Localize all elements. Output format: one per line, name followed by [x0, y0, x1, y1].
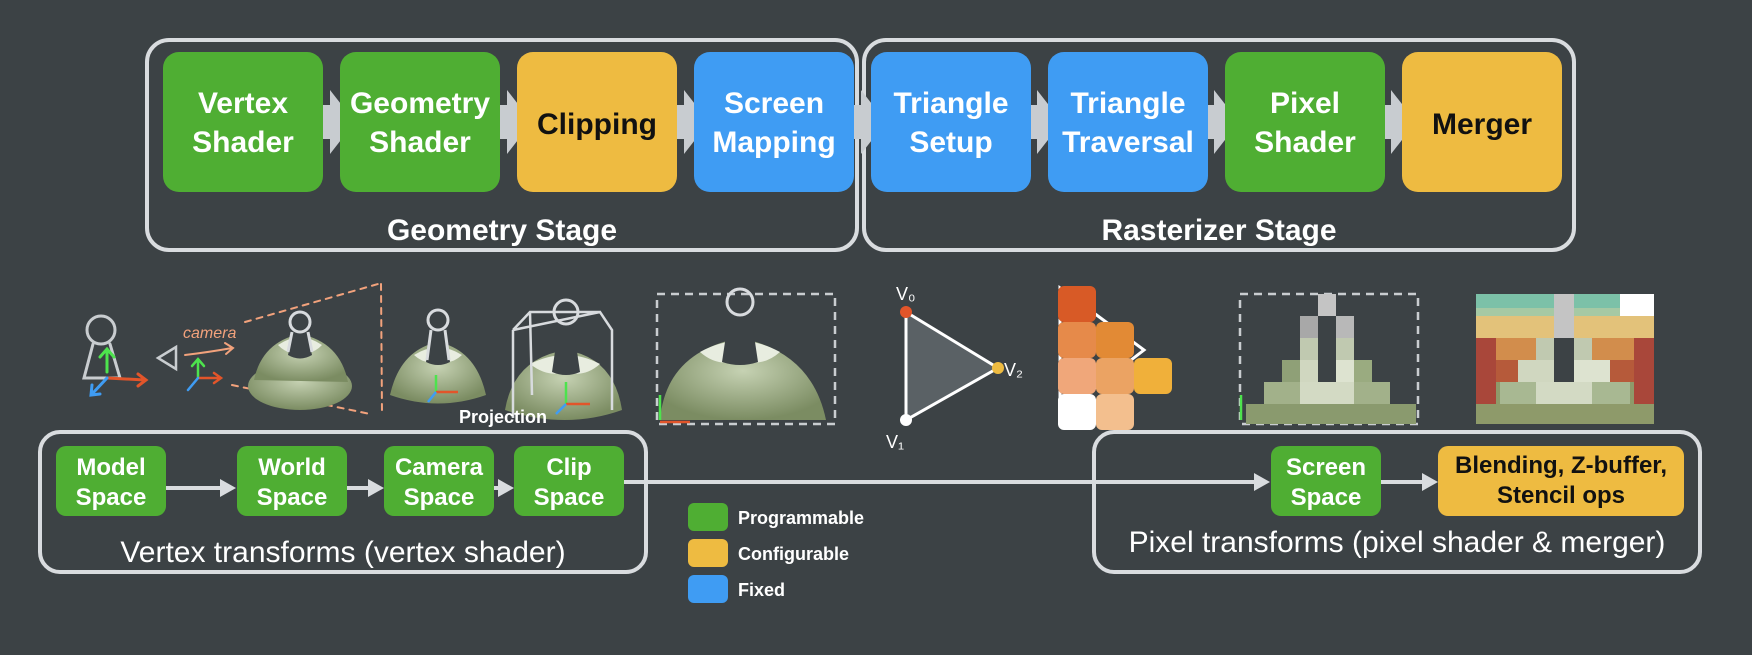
mesh-world — [248, 310, 352, 410]
pipeline-box-label: Traversal — [1062, 126, 1194, 159]
pipeline-box: Clipping — [517, 52, 677, 192]
pipeline-box-label: Vertex — [198, 87, 288, 120]
svg-text:World: World — [258, 454, 326, 481]
pipeline-box: Merger — [1402, 52, 1562, 192]
blending-box: Blending, Z-buffer, Stencil ops — [1438, 446, 1684, 516]
pipeline-box-bg — [871, 52, 1031, 192]
pipeline-box-bg — [1402, 52, 1562, 192]
pixel-shader-result — [1238, 292, 1420, 426]
pipeline-arrow — [492, 90, 532, 154]
vertex-v1-label: V₁ — [886, 432, 904, 452]
vertex-v0-label: V₀ — [896, 284, 915, 304]
svg-text:Screen: Screen — [1286, 454, 1366, 481]
svg-text:Space: Space — [257, 484, 328, 511]
screen-space-box: Screen Space — [1271, 446, 1381, 516]
mesh-screen-dashed — [655, 287, 837, 426]
pipeline-box-label: Setup — [909, 126, 992, 159]
svg-text:Model: Model — [76, 454, 145, 481]
mesh-camera — [390, 308, 486, 404]
pipeline-arrow — [669, 90, 709, 154]
vertex-v2-label: V₂ — [1004, 360, 1023, 380]
legend-label-programmable: Programmable — [738, 508, 864, 528]
legend-label-configurable: Configurable — [738, 544, 849, 564]
pipeline-box-bg — [340, 52, 500, 192]
model-space-box: Model Space — [56, 446, 166, 516]
world-space-box: World Space — [237, 446, 347, 516]
legend-swatch-fixed — [688, 575, 728, 603]
clip-space-box: Clip Space — [514, 446, 624, 516]
camera-space-box: Camera Space — [384, 446, 494, 516]
svg-text:Space: Space — [76, 484, 147, 511]
pipeline-box-label: Pixel — [1270, 87, 1340, 120]
pipeline-arrow — [846, 90, 886, 154]
pipeline-box-bg — [694, 52, 854, 192]
svg-text:Blending, Z-buffer,: Blending, Z-buffer, — [1455, 452, 1667, 479]
svg-text:Stencil ops: Stencil ops — [1497, 482, 1625, 509]
pipeline-box-label: Shader — [192, 126, 294, 159]
space-arrows — [165, 473, 1438, 497]
pipeline-box-bg — [163, 52, 323, 192]
svg-text:Space: Space — [1291, 484, 1362, 511]
vertex-transforms-frame — [38, 430, 648, 574]
svg-text:Space: Space — [534, 484, 605, 511]
svg-text:Space: Space — [404, 484, 475, 511]
triangle-traversal-fragments — [1058, 285, 1172, 430]
pixel-transforms-title: Pixel transforms (pixel shader & merger) — [1129, 526, 1666, 559]
legend-label-fixed: Fixed — [738, 580, 785, 600]
pipeline-box-label: Mapping — [712, 126, 835, 159]
pipeline-box-label: Screen — [724, 87, 824, 120]
svg-text:Camera: Camera — [395, 454, 484, 481]
vertex-transforms-title: Vertex transforms (vertex shader) — [120, 536, 565, 569]
pipeline-box-bg — [517, 52, 677, 192]
svg-text:Clip: Clip — [546, 454, 591, 481]
pipeline-box-label: Geometry — [350, 87, 490, 120]
pipeline-box-label: Merger — [1432, 108, 1532, 141]
pipeline-boxes: VertexShaderGeometryShaderClippingScreen… — [163, 52, 1562, 192]
pipeline-arrow — [1022, 90, 1062, 154]
projection-label: Projection — [459, 407, 547, 427]
pipeline-box-label: Triangle — [1070, 87, 1185, 120]
legend-swatch-configurable — [688, 539, 728, 567]
pipeline-arrow — [1376, 90, 1416, 154]
geometry-stage-label: Geometry Stage — [387, 214, 617, 247]
pipeline-arrows — [315, 90, 1416, 154]
pipeline-box-label: Shader — [1254, 126, 1356, 159]
pipeline-box-bg — [1048, 52, 1208, 192]
model-space-sketch — [82, 314, 149, 397]
mesh-clip-cube — [505, 298, 622, 420]
legend: Programmable Configurable Fixed — [688, 503, 864, 603]
triangle-setup-sketch: V₀ V₂ V₁ — [886, 284, 1023, 452]
pipeline-arrow — [1199, 90, 1239, 154]
pipeline-box-bg — [1225, 52, 1385, 192]
rasterizer-stage-label: Rasterizer Stage — [1101, 214, 1336, 247]
legend-swatch-programmable — [688, 503, 728, 531]
pipeline-box-label: Triangle — [893, 87, 1008, 120]
pipeline-arrow — [315, 90, 355, 154]
pipeline-box-label: Clipping — [537, 108, 657, 141]
pipeline-box-label: Shader — [369, 126, 471, 159]
geometry-stage-frame — [145, 38, 859, 252]
merger-result — [1476, 294, 1654, 424]
camera-label: camera — [183, 325, 236, 342]
pixel-transforms-frame — [1092, 430, 1702, 574]
